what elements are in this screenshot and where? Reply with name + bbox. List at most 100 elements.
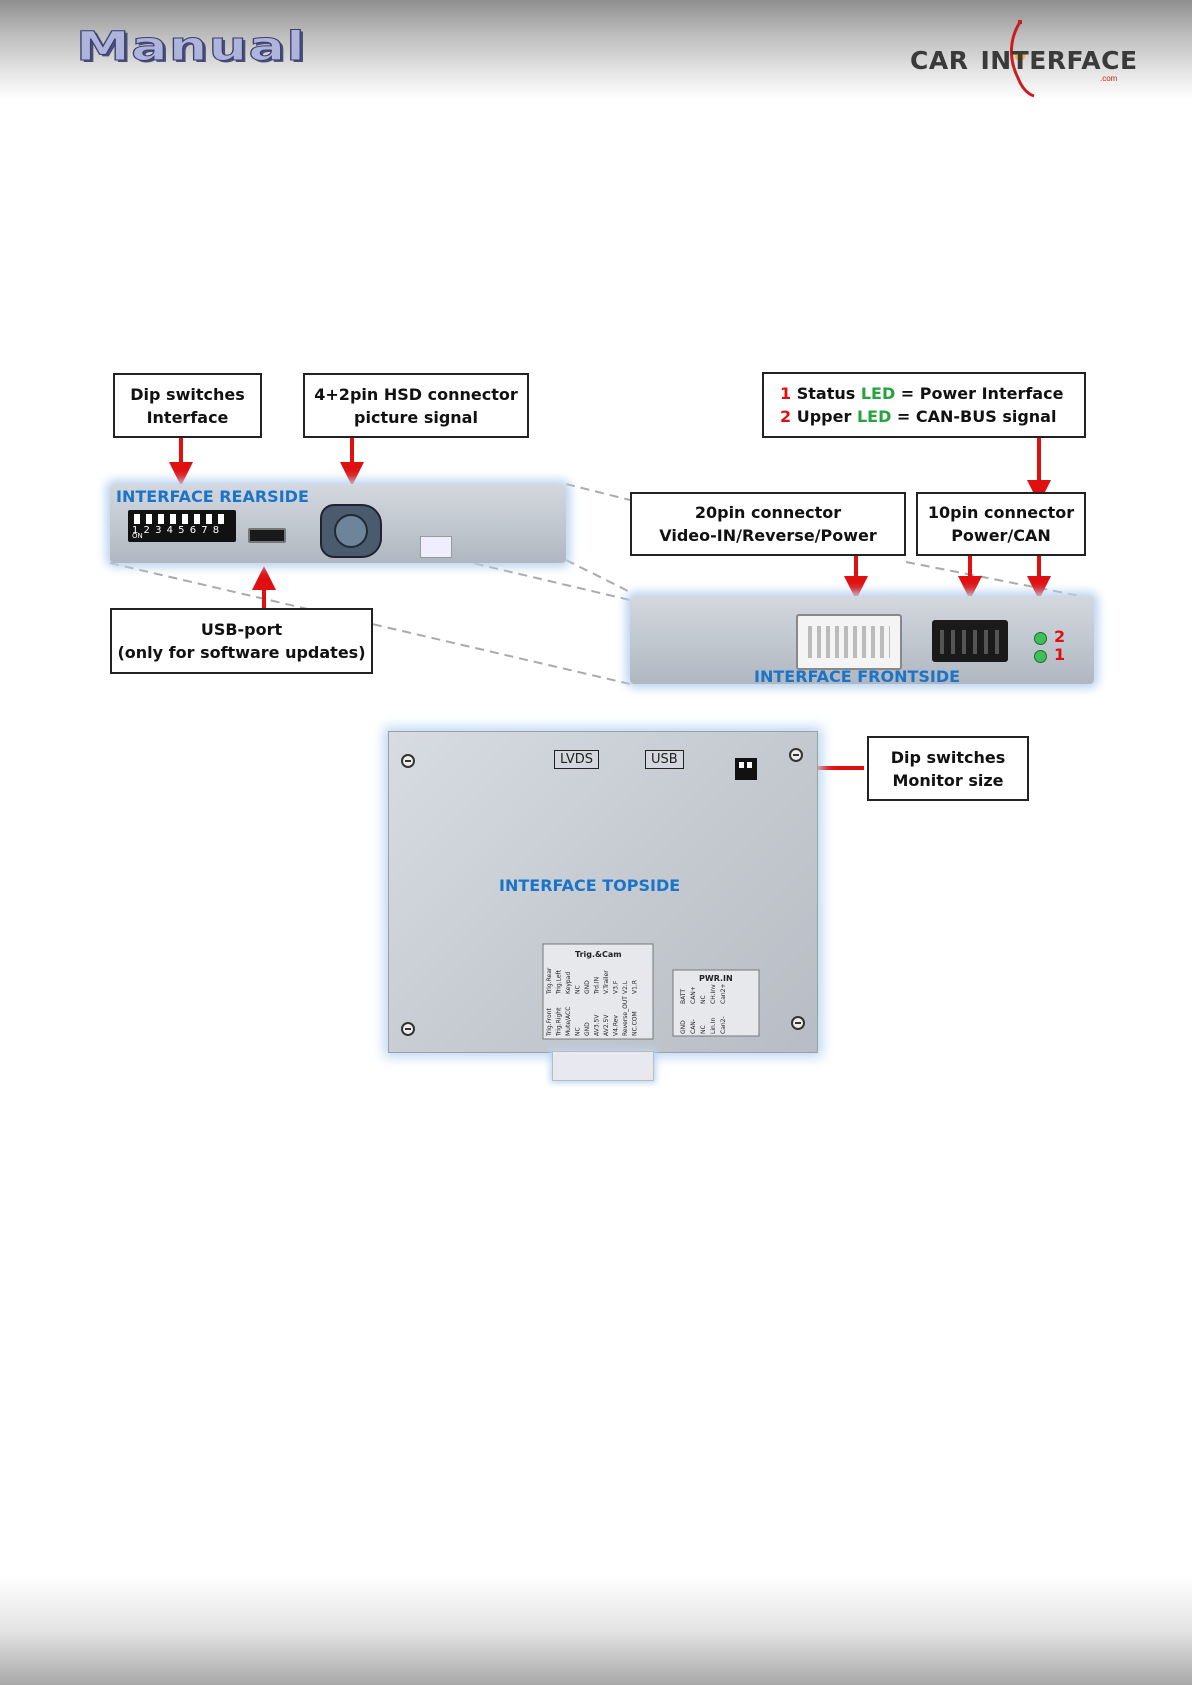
callout-dip-interface-line2: Interface: [146, 407, 229, 427]
screw-icon: [791, 1016, 805, 1030]
pin-label: Trig.Front: [546, 1008, 553, 1037]
led-legend-led2: LED: [856, 407, 892, 426]
pwr-in-title: PWR.IN: [699, 974, 733, 983]
connector-10pin: [932, 620, 1008, 662]
pin-label: GND: [584, 1022, 591, 1036]
led-legend-num1: 1: [780, 384, 792, 403]
led-legend-text2b: = CAN-BUS signal: [891, 407, 1057, 426]
topside-connector-tab: [552, 1051, 654, 1081]
pin-label: Trig.Right: [556, 1007, 563, 1037]
callout-led-legend: 1 Status LED = Power Interface 2 Upper L…: [762, 372, 1086, 438]
pin-label: Lin.In: [710, 1018, 717, 1034]
lvds-label: LVDS: [554, 750, 599, 769]
usb-port-socket: [248, 528, 286, 543]
callout-hsd-line1: 4+2pin HSD connector: [314, 384, 518, 404]
pin-label: GND: [680, 1020, 687, 1034]
rearside-label: INTERFACE REARSIDE: [116, 487, 309, 506]
led-legend-text2a: Upper: [796, 407, 857, 426]
frontside-label: INTERFACE FRONTSIDE: [754, 667, 961, 686]
screw-icon: [401, 1022, 415, 1036]
usb-top-label: USB: [645, 750, 684, 769]
interface-rearside-device: INTERFACE REARSIDE 1 2 3 4 5 6 7 8 ON: [110, 484, 566, 563]
led-legend-text1b: = Power Interface: [895, 384, 1064, 403]
callout-20pin-line2: Video-IN/Reverse/Power: [659, 526, 877, 545]
led-legend-text1a: Status: [796, 384, 861, 403]
pin-label: Trig.Rear: [546, 967, 553, 995]
dip-switch-numbers: 1 2 3 4 5 6 7 8: [132, 525, 221, 536]
callout-10pin-connector: 10pin connector Power/CAN: [916, 492, 1086, 556]
led-number-1: 1: [1054, 645, 1066, 664]
pin-label: Reverse_OUT: [622, 996, 629, 1036]
hsd-connector: [320, 504, 382, 558]
pin-label: V4.Rev: [613, 1015, 620, 1036]
callout-dip-switches-monitor: Dip switches Monitor size: [867, 736, 1029, 801]
pin-label: Can2-: [720, 1016, 727, 1034]
logo-swoosh-icon: [1010, 20, 1035, 98]
callout-usb-line1: USB-port: [200, 620, 283, 639]
callout-usb-port: USB-port (only for software updates): [110, 608, 373, 674]
perspective-guide-lines: [109, 483, 1091, 685]
logo-text-right: INTERFACE: [980, 46, 1138, 75]
pin-label: V1.R: [632, 980, 639, 994]
pin-label: Trd.IN: [594, 977, 601, 995]
pin-label: NC: [575, 985, 582, 994]
pin-label: AV3.5V: [594, 1014, 601, 1036]
interface-topside-device: LVDS USB INTERFACE TOPSIDE Trig.&Cam PWR…: [388, 731, 818, 1053]
callout-10pin-line2: Power/CAN: [951, 526, 1051, 545]
page-header: [0, 0, 1192, 100]
dip-switch-toggles: [134, 514, 224, 524]
pin-label: V.Trailer: [603, 970, 610, 994]
pin-label: Can2+: [720, 983, 727, 1004]
pin-label: V2.L: [622, 980, 629, 994]
callout-hsd-line2: picture signal: [354, 407, 478, 427]
led-legend-line2: 2 Upper LED = CAN-BUS signal: [780, 405, 1056, 428]
screw-icon: [789, 748, 803, 762]
rear-label-sticker: [420, 536, 452, 558]
screw-icon: [401, 754, 415, 768]
pin-label: NC: [575, 1027, 582, 1036]
pin-label: CH.Inv: [710, 984, 717, 1004]
callout-dip-interface-line1: Dip switches: [130, 384, 245, 404]
logo-sub: .com: [1100, 74, 1118, 83]
pin-label: NC: [700, 995, 707, 1004]
hsd-connector-core: [334, 514, 368, 548]
manual-title: Manual: [75, 24, 307, 71]
led-number-2: 2: [1054, 627, 1066, 646]
callout-dip-monitor-line1: Dip switches: [890, 747, 1006, 767]
pin-label: Trig.Left: [556, 969, 563, 995]
callout-usb-line2: (only for software updates): [117, 643, 366, 662]
callout-dip-monitor-line2: Monitor size: [892, 770, 1004, 790]
callout-10pin-line1: 10pin connector: [927, 503, 1075, 522]
logo-text-left: CAR: [910, 46, 969, 75]
pin-label: BATT: [680, 989, 687, 1004]
callout-20pin-line1: 20pin connector: [694, 503, 842, 522]
pin-label: Keypad: [565, 972, 572, 994]
monitor-dip-switch: [735, 758, 757, 780]
interface-frontside-device: 2 1 INTERFACE FRONTSIDE: [630, 596, 1094, 686]
callout-hsd-connector: 4+2pin HSD connector picture signal: [303, 373, 529, 438]
led-legend-num2: 2: [780, 407, 792, 426]
led-legend-led1: LED: [860, 384, 896, 403]
pin-label: NC.COM: [632, 1011, 639, 1036]
dip-switch-block: 1 2 3 4 5 6 7 8 ON: [128, 510, 236, 542]
trig-cam-title: Trig.&Cam: [575, 950, 622, 959]
pin-label: AV2.5V: [603, 1014, 610, 1036]
dip-switch-on-label: ON: [132, 532, 143, 540]
car-interface-logo: CAR INTERFACE .com: [910, 18, 1137, 98]
pin-label: Mute/ACC: [565, 1007, 572, 1036]
status-led-1: [1034, 650, 1047, 663]
led-legend-line1: 1 Status LED = Power Interface: [780, 382, 1063, 405]
pin-label: GND: [584, 980, 591, 994]
pin-label: V3.F: [613, 980, 620, 994]
connector-20pin: [796, 614, 902, 670]
callout-arrows: [169, 438, 1051, 780]
callout-20pin-connector: 20pin connector Video-IN/Reverse/Power: [630, 492, 906, 556]
pin-label: NC: [700, 1025, 707, 1034]
callout-dip-switches-interface: Dip switches Interface: [113, 373, 262, 438]
page-footer: [0, 1575, 1192, 1685]
pin-label: CAN-: [690, 1019, 697, 1034]
pin-label: CAN+: [690, 986, 697, 1004]
topside-label: INTERFACE TOPSIDE: [499, 876, 681, 895]
